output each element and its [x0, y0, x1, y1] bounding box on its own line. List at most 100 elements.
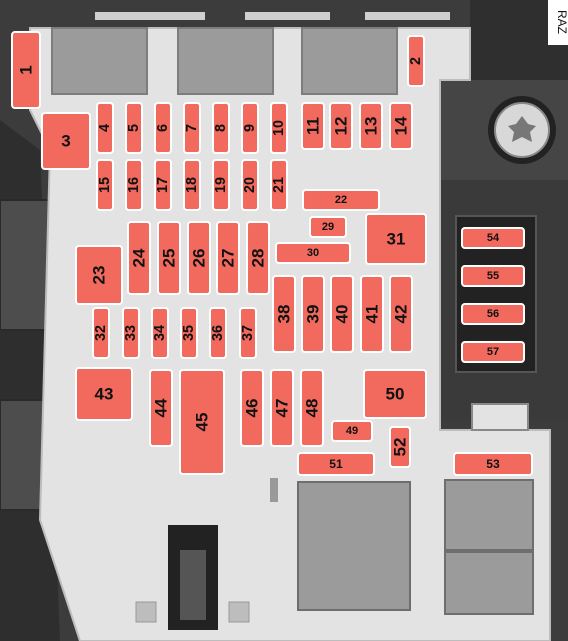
fuse-label: 39	[304, 305, 323, 324]
fuse-body	[216, 221, 240, 295]
fuse-label: 26	[190, 249, 209, 268]
fuse-body	[187, 221, 211, 295]
relay-block	[177, 27, 274, 95]
fuse-label: 36	[210, 325, 226, 341]
fuse-label: 16	[126, 177, 142, 193]
fuse-label: 32	[93, 325, 109, 341]
fuse-body	[75, 245, 123, 305]
fuse-53: 53	[453, 452, 533, 476]
fuse-label: 18	[184, 177, 200, 193]
fuse-body	[461, 227, 525, 249]
fuse-body	[301, 275, 325, 353]
fuse-body	[365, 213, 427, 265]
fuse-6: 6	[154, 102, 172, 154]
fuse-body	[212, 102, 230, 154]
fuse-label: 46	[243, 399, 262, 418]
fuse-56: 56	[461, 303, 525, 325]
fuse-label: 19	[213, 177, 229, 193]
fuse-label: 31	[387, 230, 406, 249]
fuse-body	[92, 307, 110, 359]
fuse-label: 30	[307, 247, 319, 259]
fuse-body	[241, 159, 259, 211]
fuse-body	[125, 159, 143, 211]
fuse-label: 57	[487, 346, 499, 358]
fuse-52: 52	[389, 426, 411, 468]
fuse-47: 47	[270, 369, 294, 447]
fuse-39: 39	[301, 275, 325, 353]
fuse-body	[330, 275, 354, 353]
fuse-label: 22	[335, 194, 347, 206]
fuse-body	[183, 102, 201, 154]
fuse-body	[461, 265, 525, 287]
fuse-label: 14	[392, 116, 411, 135]
fuse-label: 28	[249, 249, 268, 268]
fuse-label: 48	[303, 399, 322, 418]
fuse-31: 31	[365, 213, 427, 265]
fuse-14: 14	[389, 102, 413, 150]
fuse-label: 41	[363, 305, 382, 324]
fuse-label: 45	[193, 413, 212, 432]
fuse-label: 11	[304, 117, 323, 135]
fuse-body	[122, 307, 140, 359]
fuse-label: 51	[329, 457, 343, 471]
fuse-17: 17	[154, 159, 172, 211]
relay-block	[297, 481, 411, 611]
fuse-body	[180, 307, 198, 359]
fuse-label: 35	[181, 325, 197, 341]
fuse-label: 50	[386, 385, 405, 404]
fuse-32: 32	[92, 307, 110, 359]
fuse-34: 34	[151, 307, 169, 359]
panel-pin	[228, 601, 250, 623]
fuse-body	[331, 420, 373, 442]
fuse-label: 33	[123, 325, 139, 341]
fuse-38: 38	[272, 275, 296, 353]
fuse-label: 44	[152, 398, 171, 417]
fuse-label: 10	[271, 120, 287, 136]
fuse-body	[363, 369, 427, 419]
fuse-body	[96, 159, 114, 211]
fuse-20: 20	[241, 159, 259, 211]
fuse-label: 55	[487, 270, 499, 282]
fuse-33: 33	[122, 307, 140, 359]
fuse-label: 9	[242, 124, 258, 132]
fuse-body	[157, 221, 181, 295]
fuse-body	[209, 307, 227, 359]
fuse-label: 17	[155, 177, 171, 193]
relay-block	[51, 27, 148, 95]
fuse-body	[41, 112, 91, 170]
fuse-49: 49	[331, 420, 373, 442]
fuse-body	[270, 159, 288, 211]
fuse-15: 15	[96, 159, 114, 211]
fuse-label: 13	[362, 117, 381, 136]
fuse-41: 41	[360, 275, 384, 353]
fuse-16: 16	[125, 159, 143, 211]
fuse-label: 43	[95, 385, 114, 404]
fuse-37: 37	[239, 307, 257, 359]
fuse-body	[179, 369, 225, 475]
fuse-11: 11	[301, 102, 325, 150]
fuse-48: 48	[300, 369, 324, 447]
fuse-body	[461, 303, 525, 325]
fuse-24: 24	[127, 221, 151, 295]
fuse-label: 29	[322, 221, 334, 233]
fuse-46: 46	[240, 369, 264, 447]
fuse-label: 47	[273, 399, 292, 418]
fuse-51: 51	[297, 452, 375, 476]
fuse-19: 19	[212, 159, 230, 211]
relay-block	[444, 479, 534, 551]
fuse-body	[272, 275, 296, 353]
fuse-body	[297, 452, 375, 476]
fuse-22: 22	[302, 189, 380, 211]
fuse-body	[453, 452, 533, 476]
fuse-body	[389, 426, 411, 468]
fuse-35: 35	[180, 307, 198, 359]
fuse-body	[239, 307, 257, 359]
fuse-body	[270, 102, 288, 154]
fuse-label: 40	[333, 305, 352, 324]
fuse-label: 27	[219, 249, 238, 268]
fuse-body	[389, 102, 413, 150]
fuse-body	[75, 367, 133, 421]
fuse-1: 1	[11, 31, 41, 109]
